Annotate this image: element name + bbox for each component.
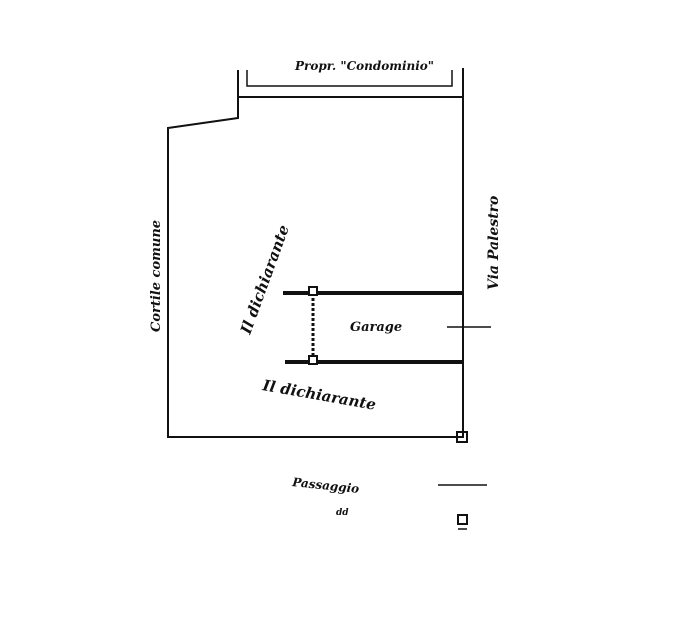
passage-sub-label: dd (336, 508, 349, 518)
left-side-label: Cortile comune (149, 220, 164, 332)
signature-lower: Il dichiarante (260, 376, 377, 414)
signature-upper: Il dichiarante (237, 223, 293, 338)
garage-label: Garage (350, 320, 402, 335)
top-neighbor-label: Propr. "Condominio" (294, 59, 434, 73)
corner-marker (456, 431, 468, 443)
pillar (308, 355, 318, 365)
lot-outline (167, 68, 464, 438)
street-label: Via Palestro (486, 196, 502, 290)
neighbor-bracket (246, 70, 453, 87)
pillar (308, 286, 318, 296)
legend-square (457, 514, 468, 525)
passage-label: Passaggio (291, 475, 360, 496)
